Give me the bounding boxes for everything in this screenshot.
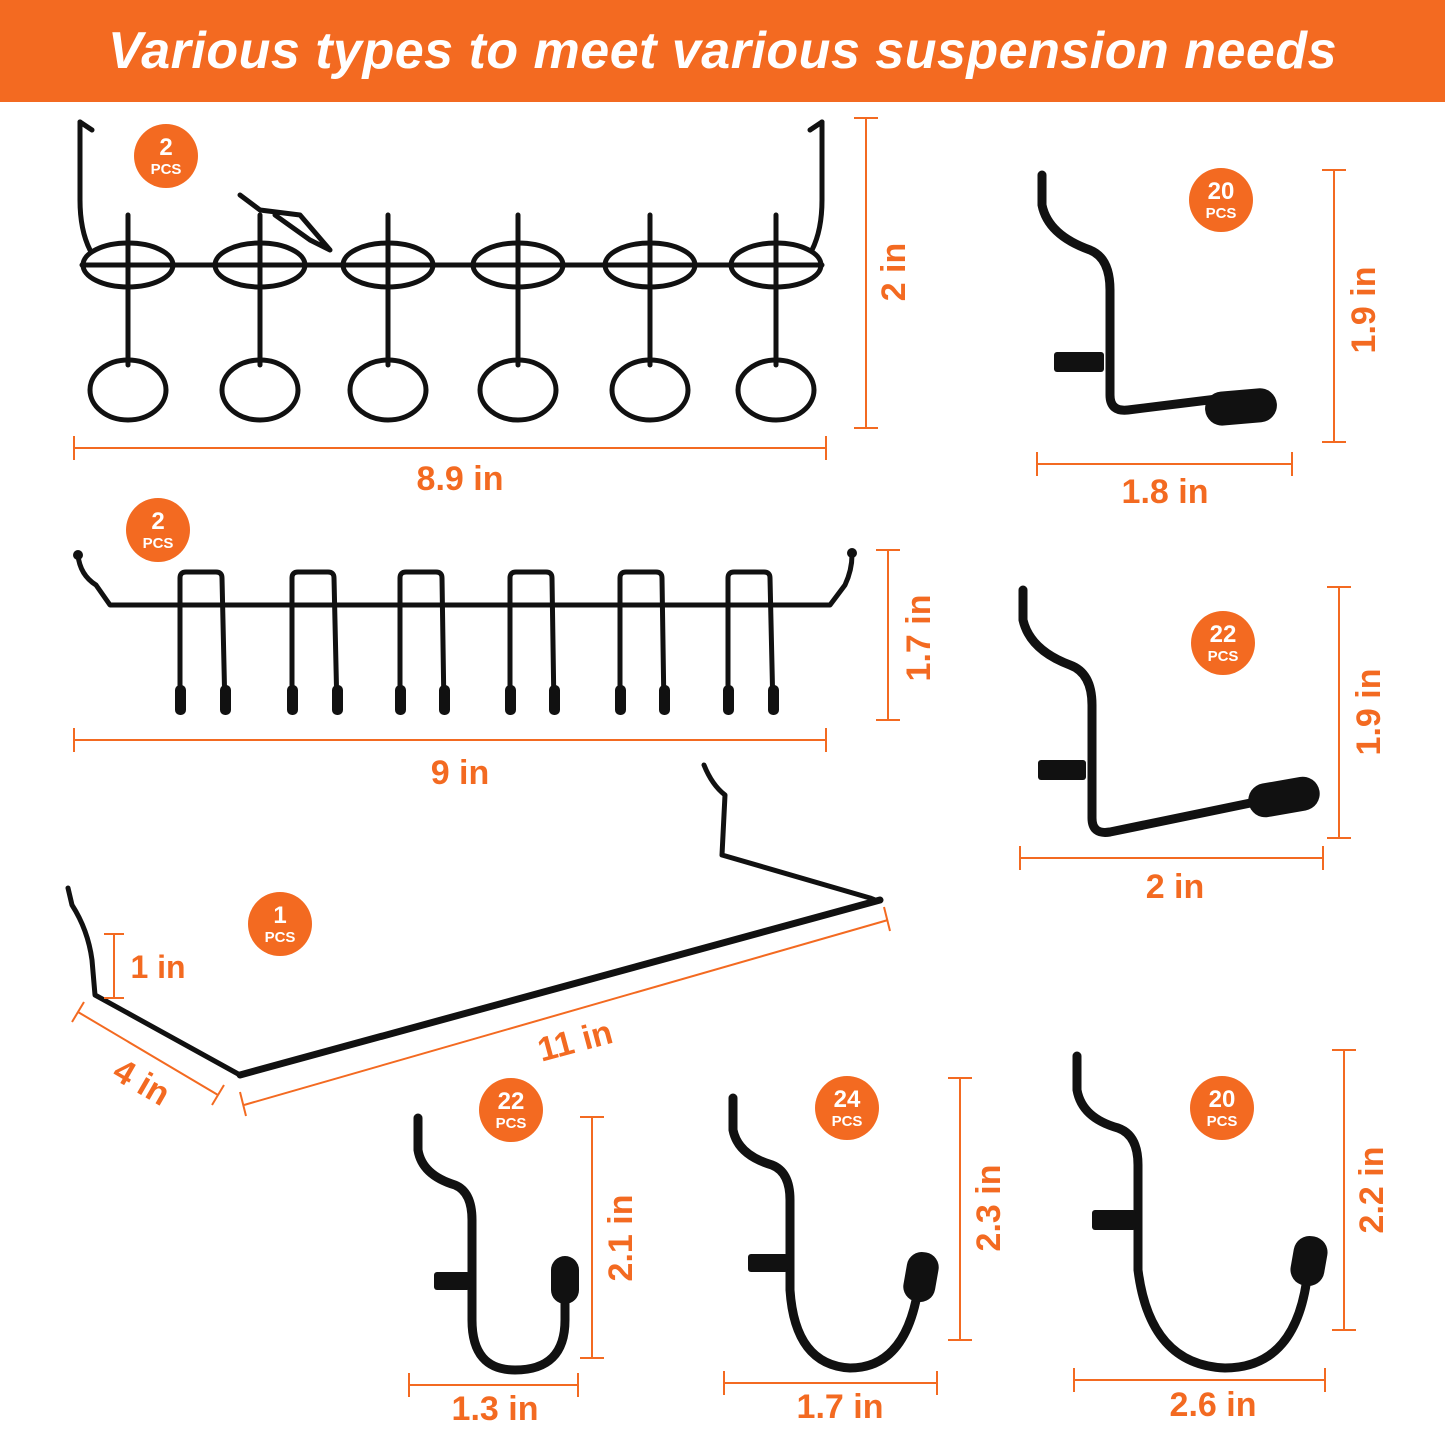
ring-rack-qty: 2 <box>159 134 172 161</box>
u-hook-rack-width-label: 9 in <box>431 754 490 792</box>
u-hook-rack-qty-badge: 2 PCS <box>126 498 190 562</box>
j-hook-small-parts <box>434 1256 579 1304</box>
bar-hook-dimensions <box>71 906 891 1117</box>
ring-rack-product <box>77 119 825 423</box>
l-hook-small-height-label: 1.9 in <box>1345 267 1383 354</box>
j-hook-small-height-label: 2.1 in <box>602 1195 640 1282</box>
j-hook-medium-qty-badge: 24 PCS <box>815 1076 879 1140</box>
ring-rack-unit: PCS <box>151 161 182 178</box>
l-hook-large-dimensions <box>1019 586 1351 870</box>
banner-title: Various types to meet various suspension… <box>107 22 1337 80</box>
u-hook-rack-unit: PCS <box>143 535 174 552</box>
j-hook-small-qty-badge: 22 PCS <box>479 1078 543 1142</box>
l-hook-small-qty-badge: 20 PCS <box>1189 168 1253 232</box>
l-hook-large-parts <box>1038 760 1320 818</box>
bar-hook-product <box>65 762 884 1079</box>
bar-hook-depth-label: 4 in <box>107 1051 177 1113</box>
l-hook-small-product <box>1037 170 1230 415</box>
j-hook-medium-parts <box>748 1251 939 1303</box>
j-hook-medium-height-label: 2.3 in <box>970 1165 1008 1252</box>
u-hook-rack-dimensions <box>73 549 900 752</box>
j-hook-medium-qty: 24 <box>834 1086 861 1113</box>
l-hook-small-width-label: 1.8 in <box>1122 473 1209 511</box>
title-banner: Various types to meet various suspension… <box>0 0 1445 102</box>
j-hook-large-parts <box>1092 1210 1328 1287</box>
j-hook-small-product <box>413 1113 570 1375</box>
ring-hooks <box>80 212 824 423</box>
ring-rack-dimensions <box>73 117 878 460</box>
ring-rack-qty-badge: 2 PCS <box>134 124 198 188</box>
u-hook-rack-height-label: 1.7 in <box>900 595 938 682</box>
j-hook-small-unit: PCS <box>496 1115 527 1132</box>
j-hook-small-width-label: 1.3 in <box>452 1390 539 1428</box>
u-hook-rack-qty: 2 <box>151 508 164 535</box>
l-hook-small-unit: PCS <box>1206 205 1237 222</box>
l-hook-large-product <box>1018 585 1270 837</box>
l-hook-small-dimensions <box>1036 169 1346 476</box>
l-hook-large-unit: PCS <box>1208 648 1239 665</box>
j-hook-medium-dimensions <box>723 1077 972 1395</box>
l-hook-large-qty-badge: 22 PCS <box>1191 611 1255 675</box>
ring-rack-width-label: 8.9 in <box>417 460 504 498</box>
bar-hook-qty: 1 <box>273 902 286 929</box>
bar-hook-unit: PCS <box>265 929 296 946</box>
j-hook-small-dimensions <box>408 1116 604 1397</box>
j-hook-large-qty: 20 <box>1209 1086 1236 1113</box>
l-hook-large-qty: 22 <box>1210 621 1237 648</box>
j-hook-large-product <box>1072 1051 1313 1373</box>
l-hook-small-parts <box>1054 352 1277 426</box>
ring-rack-height-label: 2 in <box>875 243 913 302</box>
u-hook-rack-product <box>75 552 855 713</box>
l-hook-large-height-label: 1.9 in <box>1350 669 1388 756</box>
j-hook-medium-product <box>728 1093 927 1373</box>
j-hook-large-height-label: 2.2 in <box>1353 1147 1391 1234</box>
j-hook-medium-width-label: 1.7 in <box>797 1388 884 1426</box>
j-hook-large-dimensions <box>1073 1049 1356 1392</box>
j-hook-large-unit: PCS <box>1207 1113 1238 1130</box>
bar-hook-qty-badge: 1 PCS <box>248 892 312 956</box>
j-hook-medium-unit: PCS <box>832 1113 863 1130</box>
j-hook-large-width-label: 2.6 in <box>1170 1386 1257 1424</box>
j-hook-large-qty-badge: 20 PCS <box>1190 1076 1254 1140</box>
l-hook-small-qty: 20 <box>1208 178 1235 205</box>
j-hook-small-qty: 22 <box>498 1088 525 1115</box>
l-hook-large-width-label: 2 in <box>1146 868 1205 906</box>
bar-hook-rise-label: 1 in <box>130 949 185 985</box>
bar-hook-length-label: 11 in <box>534 1013 617 1069</box>
u-hook-caps <box>73 548 857 715</box>
